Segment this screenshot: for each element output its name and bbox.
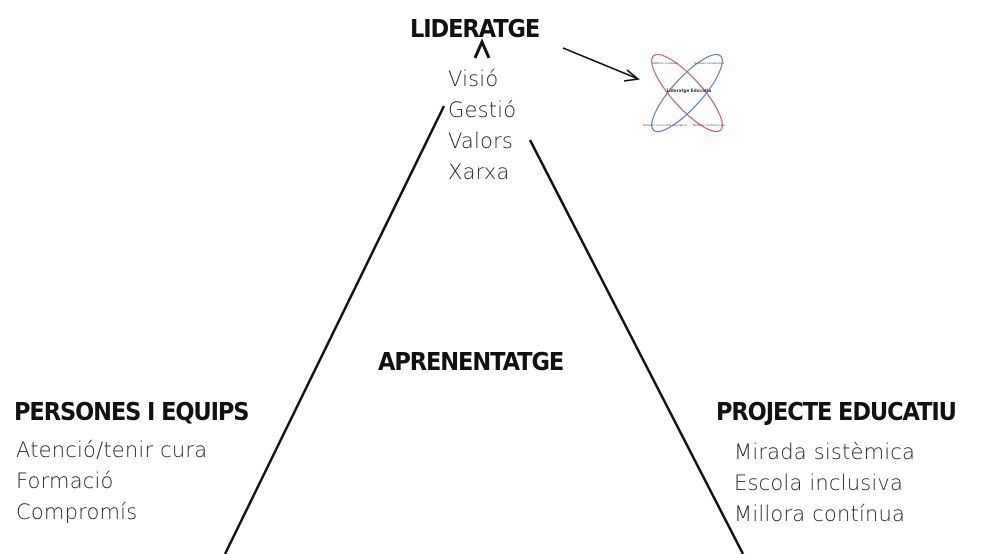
lideratge-title: LIDERATGE [410, 14, 540, 43]
projecte-educatiu-item: Escola inclusiva [734, 471, 904, 495]
lideratge-mini-diagram: Lideratge Educatiu Reflexió professió Re… [643, 53, 725, 133]
mini-center-label: Lideratge Educatiu [667, 88, 712, 93]
right-slope-line [528, 139, 745, 554]
projecte-educatiu-title: PROJECTE EDUCATIU [716, 397, 957, 426]
mini-corner-label: Reflexió comunitat educativa [643, 123, 687, 127]
lideratge-item: Visió [448, 67, 499, 91]
projecte-educatiu-list: Mirada sistèmica Escola inclusiva Millor… [734, 437, 915, 530]
mini-corner-label: Reflexió context local [693, 123, 725, 127]
left-slope-line [223, 105, 446, 554]
mini-ellipse-red [651, 53, 723, 133]
lideratge-item: Valors [448, 129, 514, 153]
mini-corner-label: Reflexió pensament [694, 61, 725, 65]
caret-icon [473, 38, 491, 59]
projecte-educatiu-item: Millora contínua [734, 502, 906, 526]
persones-equips-title: PERSONES I EQUIPS [14, 397, 250, 426]
mini-corner-label: Reflexió professió [652, 61, 679, 65]
arrow-line [562, 47, 637, 79]
projecte-educatiu-item: Mirada sistèmica [734, 440, 916, 464]
lideratge-list: Visió Gestió Valors Xarxa [448, 64, 516, 188]
persones-equips-item: Compromís [16, 500, 138, 524]
aprenentatge-title: APRENENTATGE [378, 347, 564, 376]
arrow-head-icon [623, 69, 640, 82]
persones-equips-list: Atenció/tenir cura Formació Compromís [16, 435, 207, 528]
persones-equips-item: Formació [16, 469, 114, 493]
persones-equips-item: Atenció/tenir cura [16, 438, 208, 462]
lideratge-item: Gestió [448, 98, 517, 122]
lideratge-item: Xarxa [448, 160, 510, 184]
mini-ellipse-blue [651, 53, 723, 133]
